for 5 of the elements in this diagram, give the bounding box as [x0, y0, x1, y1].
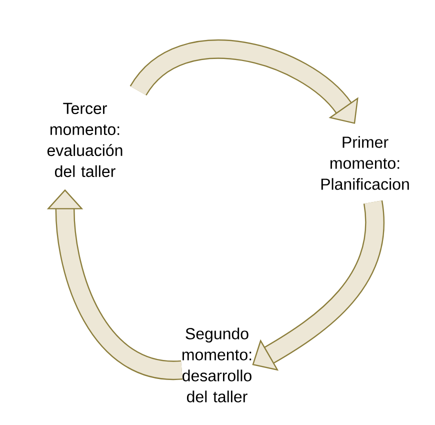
curved-arrow	[252, 201, 385, 371]
curved-arrow	[130, 40, 358, 124]
step-label: Primer momento: Planificacion	[321, 136, 409, 190]
step-label: Tercer momento: evaluación del taller	[47, 102, 122, 178]
step-label: Segundo momento: desarrollo del taller	[182, 328, 252, 402]
